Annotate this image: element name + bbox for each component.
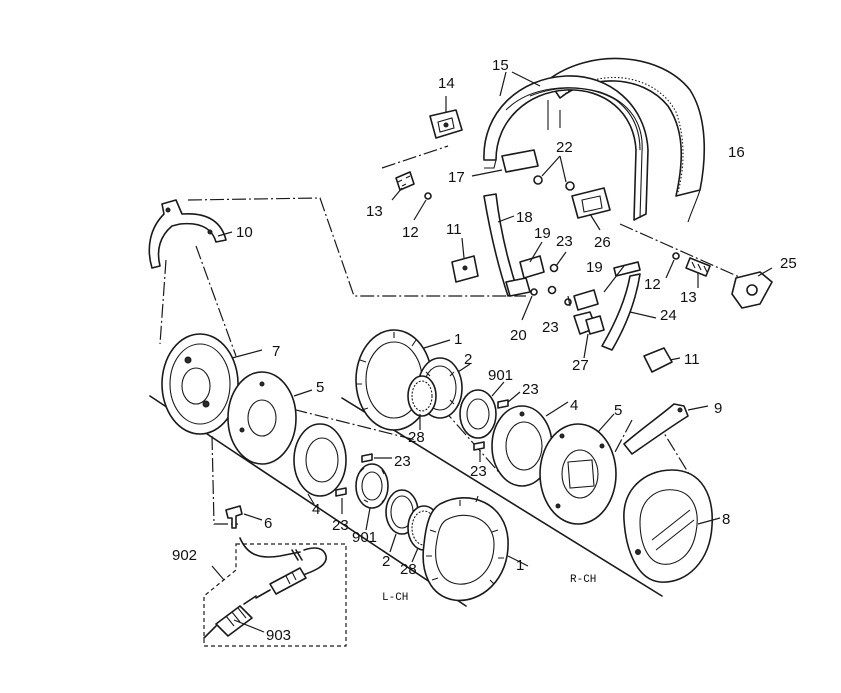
headband-frame: [483, 75, 649, 221]
part-number-labels: 14 15 16 17 22 13 12 18 26 11 19 23 10 1…: [172, 57, 797, 644]
label-part-23-mid: 23: [542, 319, 559, 336]
label-left-channel: L-CH: [382, 592, 408, 604]
label-part-902: 902: [172, 547, 197, 564]
hanger-bracket-right: [643, 347, 681, 373]
label-part-22: 22: [556, 139, 573, 156]
label-part-19-left: 19: [534, 225, 551, 242]
label-part-12-right: 12: [644, 276, 661, 293]
label-part-19-right: 19: [586, 259, 603, 276]
label-part-6: 6: [264, 515, 272, 532]
label-part-7: 7: [272, 343, 280, 360]
label-part-13-right: 13: [680, 289, 697, 306]
label-part-9: 9: [714, 400, 722, 417]
label-part-24: 24: [660, 307, 677, 324]
label-part-26: 26: [594, 234, 611, 251]
label-part-23-left-b: 23: [332, 517, 349, 534]
label-part-12-left: 12: [402, 224, 419, 241]
label-part-20: 20: [510, 327, 527, 344]
label-part-27: 27: [572, 357, 589, 374]
slider-hardware: [471, 149, 611, 231]
label-part-17: 17: [448, 169, 465, 186]
label-part-1-right: 1: [454, 331, 462, 348]
slider-arm-right: [564, 261, 657, 359]
label-part-16: 16: [728, 144, 745, 161]
headband-bracket: [429, 96, 463, 139]
label-part-18: 18: [516, 209, 533, 226]
label-part-23-right-a: 23: [522, 381, 539, 398]
label-part-28-left: 28: [400, 561, 417, 578]
hanger-left: [148, 199, 233, 269]
right-channel-assembly: [355, 329, 721, 583]
left-channel-assembly: [161, 333, 529, 602]
label-right-channel: R-CH: [570, 574, 596, 586]
hanger-bracket-left: [451, 237, 479, 283]
label-part-1-left: 1: [516, 557, 524, 574]
headband-assembly: [483, 57, 705, 223]
label-part-5-right: 5: [614, 402, 622, 419]
label-part-15: 15: [492, 57, 509, 74]
headband-cushion: [547, 57, 705, 197]
label-part-23-right-b: 23: [470, 463, 487, 480]
label-part-14: 14: [438, 75, 455, 92]
label-part-4-right: 4: [570, 397, 578, 414]
label-part-23-top: 23: [556, 233, 573, 250]
label-part-23-left-a: 23: [394, 453, 411, 470]
label-part-901-right: 901: [488, 367, 513, 384]
label-part-2-left: 2: [382, 553, 390, 570]
label-part-2-right: 2: [464, 351, 472, 368]
label-part-5-left: 5: [316, 379, 324, 396]
label-part-4-left: 4: [312, 501, 320, 518]
adjust-spring-left: [381, 145, 449, 221]
label-part-28-right: 28: [408, 429, 425, 446]
hinge-hardware-left: [505, 241, 567, 321]
label-part-901-left: 901: [352, 529, 377, 546]
label-part-11-right: 11: [684, 351, 700, 368]
label-part-10: 10: [236, 224, 253, 241]
label-part-8: 8: [722, 511, 730, 528]
adjust-spring-right: [619, 223, 773, 309]
label-part-11-left: 11: [446, 221, 462, 238]
cable-assembly: [203, 505, 347, 647]
label-part-903: 903: [266, 627, 291, 644]
label-part-13-left: 13: [366, 203, 383, 220]
label-part-25: 25: [780, 255, 797, 272]
